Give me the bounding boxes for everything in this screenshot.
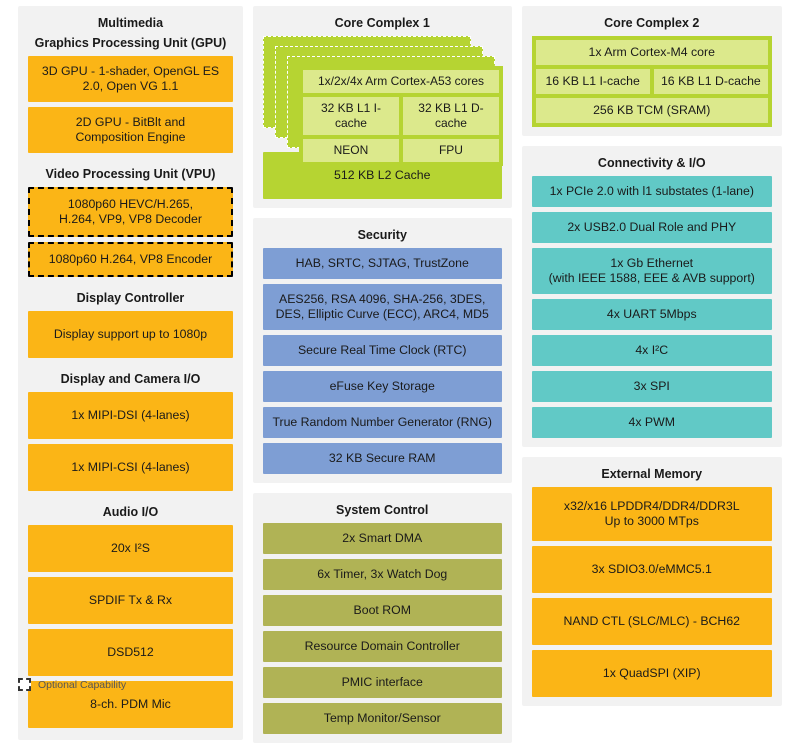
panel-title-connectivity-io: Connectivity & I/O	[597, 156, 706, 170]
block-gb-ethernet[interactable]: 1x Gb Ethernet (with IEEE 1588, EEE & AV…	[531, 248, 772, 294]
panel-title-external-memory: External Memory	[601, 467, 703, 481]
panel-connectivity-io: Connectivity & I/O 1x PCIe 2.0 with l1 s…	[521, 146, 782, 447]
cell-tcm-sram[interactable]: 256 KB TCM (SRAM)	[535, 98, 768, 123]
block-dsd512[interactable]: DSD512	[28, 629, 233, 676]
block-i2s[interactable]: 20x I²S	[28, 525, 233, 572]
column-core-and-security: Core Complex 1 1x/2x/4x Arm Cortex-A53 c…	[252, 6, 512, 743]
cell-m4-l1-icache[interactable]: 16 KB L1 I-cache	[535, 69, 650, 94]
block-pmic-interface[interactable]: PMIC interface	[262, 667, 502, 698]
cell-l1-dcache[interactable]: 32 KB L1 D-cache	[402, 97, 499, 135]
cell-l1-icache[interactable]: 32 KB L1 I-cache	[302, 97, 399, 135]
cc2-row-core: 1x Arm Cortex-M4 core	[535, 40, 768, 65]
panel-title-multimedia: Multimedia	[97, 16, 164, 30]
section-title-vpu: Video Processing Unit (VPU)	[45, 167, 216, 181]
core-complex-1-card-stack: 1x/2x/4x Arm Cortex-A53 cores 32 KB L1 I…	[262, 36, 503, 166]
core-row-neon-fpu: NEON FPU	[302, 139, 499, 162]
section-title-audio-io: Audio I/O	[102, 505, 159, 519]
block-video-decoder[interactable]: 1080p60 HEVC/H.265, H.264, VP9, VP8 Deco…	[28, 187, 233, 237]
panel-system-control: System Control 2x Smart DMA 6x Timer, 3x…	[252, 493, 512, 743]
panel-core-complex-1: Core Complex 1 1x/2x/4x Arm Cortex-A53 c…	[252, 6, 512, 208]
cell-cortex-m4[interactable]: 1x Arm Cortex-M4 core	[535, 40, 768, 65]
block-timer-watchdog[interactable]: 6x Timer, 3x Watch Dog	[262, 559, 502, 590]
panel-security: Security HAB, SRTC, SJTAG, TrustZone AES…	[252, 218, 512, 483]
block-spdif[interactable]: SPDIF Tx & Rx	[28, 577, 233, 624]
cc2-row-tcm: 256 KB TCM (SRAM)	[535, 98, 768, 123]
core-complex-2-frame[interactable]: 1x Arm Cortex-M4 core 16 KB L1 I-cache 1…	[531, 36, 772, 127]
diagram-columns: Multimedia Graphics Processing Unit (GPU…	[18, 6, 782, 743]
block-2d-gpu[interactable]: 2D GPU - BitBlt and Composition Engine	[28, 107, 233, 153]
block-quadspi[interactable]: 1x QuadSPI (XIP)	[531, 650, 772, 697]
dashed-square-icon	[18, 678, 31, 691]
column-core2-connectivity-memory: Core Complex 2 1x Arm Cortex-M4 core 16 …	[521, 6, 782, 706]
cell-a53-cores[interactable]: 1x/2x/4x Arm Cortex-A53 cores	[302, 70, 499, 93]
block-usb2[interactable]: 2x USB2.0 Dual Role and PHY	[531, 212, 772, 243]
block-hab-srtc[interactable]: HAB, SRTC, SJTAG, TrustZone	[262, 248, 502, 279]
block-mipi-csi[interactable]: 1x MIPI-CSI (4-lanes)	[28, 444, 233, 491]
section-title-display-controller: Display Controller	[76, 291, 185, 305]
panel-core-complex-2: Core Complex 2 1x Arm Cortex-M4 core 16 …	[521, 6, 782, 136]
panel-title-core-complex-2: Core Complex 2	[604, 16, 700, 30]
panel-title-security: Security	[357, 228, 407, 242]
block-efuse-key-storage[interactable]: eFuse Key Storage	[262, 371, 502, 402]
legend-label: Optional Capability	[38, 678, 127, 691]
block-smart-dma[interactable]: 2x Smart DMA	[262, 523, 502, 554]
panel-external-memory: External Memory x32/x16 LPDDR4/DDR4/DDR3…	[521, 457, 782, 706]
core-row-cores: 1x/2x/4x Arm Cortex-A53 cores	[302, 70, 499, 93]
block-pcie[interactable]: 1x PCIe 2.0 with l1 substates (1-lane)	[531, 176, 772, 207]
block-boot-rom[interactable]: Boot ROM	[262, 595, 502, 626]
panel-multimedia: Multimedia Graphics Processing Unit (GPU…	[18, 6, 243, 740]
block-diagram-canvas: Multimedia Graphics Processing Unit (GPU…	[18, 6, 782, 743]
section-title-gpu: Graphics Processing Unit (GPU)	[34, 36, 227, 50]
block-temp-monitor[interactable]: Temp Monitor/Sensor	[262, 703, 502, 734]
block-display-support[interactable]: Display support up to 1080p	[28, 311, 233, 358]
cell-fpu[interactable]: FPU	[402, 139, 499, 162]
panel-title-system-control: System Control	[336, 503, 429, 517]
block-pwm[interactable]: 4x PWM	[531, 407, 772, 438]
block-mipi-dsi[interactable]: 1x MIPI-DSI (4-lanes)	[28, 392, 233, 439]
block-sdio-emmc[interactable]: 3x SDIO3.0/eMMC5.1	[531, 546, 772, 593]
block-nand-ctl[interactable]: NAND CTL (SLC/MLC) - BCH62	[531, 598, 772, 645]
block-i2c[interactable]: 4x I²C	[531, 335, 772, 366]
block-spi[interactable]: 3x SPI	[531, 371, 772, 402]
section-title-display-camera-io: Display and Camera I/O	[60, 372, 201, 386]
cell-m4-l1-dcache[interactable]: 16 KB L1 D-cache	[653, 69, 768, 94]
block-3d-gpu[interactable]: 3D GPU - 1-shader, OpenGL ES 2.0, Open V…	[28, 56, 233, 102]
column-multimedia: Multimedia Graphics Processing Unit (GPU…	[18, 6, 243, 740]
block-uart[interactable]: 4x UART 5Mbps	[531, 299, 772, 330]
core-row-l1: 32 KB L1 I-cache 32 KB L1 D-cache	[302, 97, 499, 135]
block-secure-ram[interactable]: 32 KB Secure RAM	[262, 443, 502, 474]
cell-neon[interactable]: NEON	[302, 139, 399, 162]
block-lpddr4[interactable]: x32/x16 LPDDR4/DDR4/DDR3L Up to 3000 MTp…	[531, 487, 772, 541]
block-resource-domain-controller[interactable]: Resource Domain Controller	[262, 631, 502, 662]
block-secure-rtc[interactable]: Secure Real Time Clock (RTC)	[262, 335, 502, 366]
block-video-encoder[interactable]: 1080p60 H.264, VP8 Encoder	[28, 242, 233, 277]
core-card-front[interactable]: 1x/2x/4x Arm Cortex-A53 cores 32 KB L1 I…	[298, 66, 503, 166]
block-rng[interactable]: True Random Number Generator (RNG)	[262, 407, 502, 438]
legend-optional-capability: Optional Capability	[18, 678, 126, 691]
panel-title-core-complex-1: Core Complex 1	[334, 16, 430, 30]
cc2-row-l1: 16 KB L1 I-cache 16 KB L1 D-cache	[535, 69, 768, 94]
block-crypto-algorithms[interactable]: AES256, RSA 4096, SHA-256, 3DES, DES, El…	[262, 284, 502, 330]
